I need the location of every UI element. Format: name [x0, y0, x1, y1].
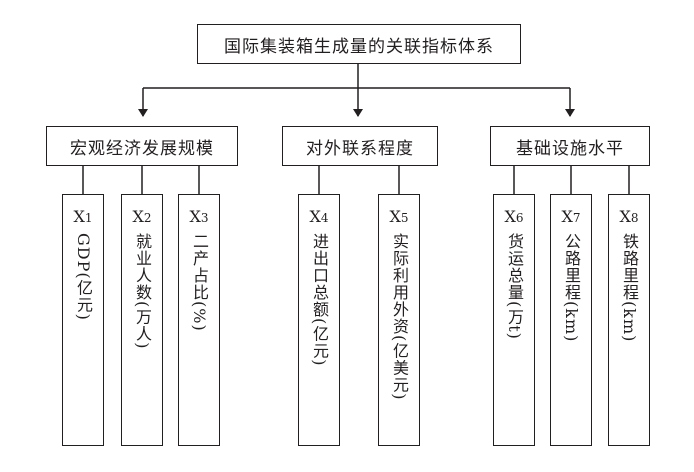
- indicator-code: X1: [73, 207, 93, 226]
- indicator-label: 进出口总额(亿元): [310, 233, 329, 367]
- category-title: 基础设施水平: [516, 138, 624, 159]
- category-title: 宏观经济发展规模: [70, 138, 214, 159]
- indicator-box-x6: X6 货运总量(万t): [493, 194, 535, 446]
- indicator-box-x8: X8 铁路里程(km): [608, 194, 650, 446]
- indicator-box-x1: X1 GDP(亿元): [62, 194, 104, 446]
- category-title: 对外联系程度: [306, 138, 414, 159]
- indicator-code: X3: [189, 207, 209, 226]
- indicator-label: 实际利用外资(亿美元): [390, 233, 409, 401]
- indicator-box-x2: X2 就业人数(万人): [121, 194, 163, 446]
- indicator-code: X6: [504, 207, 524, 226]
- indicator-label: 铁路里程(km): [620, 233, 639, 343]
- indicator-label: 货运总量(万t): [505, 233, 524, 340]
- category-box-macro: 宏观经济发展规模: [46, 126, 238, 166]
- root-title: 国际集装箱生成量的关联指标体系: [224, 36, 494, 57]
- indicator-box-x3: X3 二产占比(%): [178, 194, 220, 446]
- indicator-code: X4: [309, 207, 329, 226]
- indicator-label: 二产占比(%): [190, 233, 209, 332]
- indicator-label: 公路里程(km): [562, 233, 581, 343]
- indicator-label: 就业人数(万人): [133, 233, 152, 350]
- indicator-code: X7: [561, 207, 581, 226]
- indicator-box-x4: X4 进出口总额(亿元): [298, 194, 340, 446]
- root-box: 国际集装箱生成量的关联指标体系: [197, 24, 521, 64]
- indicator-code: X2: [132, 207, 152, 226]
- indicator-box-x7: X7 公路里程(km): [550, 194, 592, 446]
- category-box-infrastructure: 基础设施水平: [490, 126, 650, 166]
- category-box-external: 对外联系程度: [282, 126, 438, 166]
- indicator-label: GDP(亿元): [74, 233, 93, 321]
- indicator-code: X8: [619, 207, 639, 226]
- indicator-box-x5: X5 实际利用外资(亿美元): [378, 194, 420, 446]
- indicator-code: X5: [389, 207, 409, 226]
